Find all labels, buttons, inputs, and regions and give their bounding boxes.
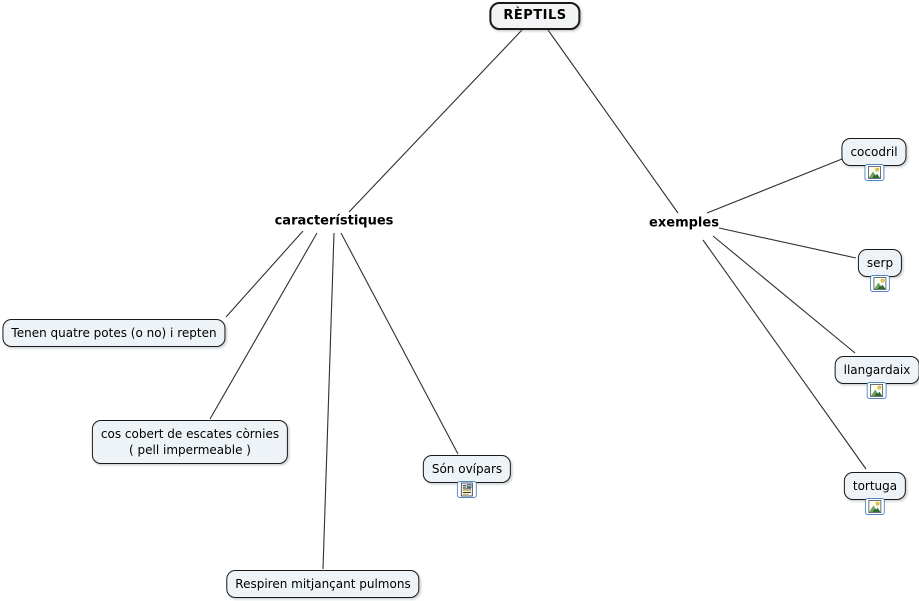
edge-exemples-serp [718, 227, 857, 259]
edge-caracteristiques-ovipars [340, 232, 459, 455]
concept-label-respiren[interactable]: Respiren mitjançant pulmons [226, 570, 420, 598]
edge-exemples-tortuga [702, 239, 867, 470]
concept-node-serp: serp [857, 249, 903, 292]
concept-label-llangardaix[interactable]: llangardaix [834, 356, 919, 384]
concept-node-cocodril: cocodril [841, 138, 907, 181]
concept-node-tenen: Tenen quatre potes (o no) i repten [2, 319, 226, 347]
document-resource-icon[interactable] [457, 481, 477, 498]
concept-node-tortuga: tortuga [843, 472, 907, 515]
image-resource-icon[interactable] [866, 382, 887, 399]
concept-node-ovipars: Són ovípars [422, 455, 512, 498]
linking-phrase-caracteristiques[interactable]: característiques [274, 213, 394, 229]
concept-label-reptils[interactable]: RÈPTILS [489, 2, 581, 30]
image-resource-icon[interactable] [864, 498, 885, 515]
edge-exemples-cocodril [706, 158, 843, 214]
linking-phrase-exemples[interactable]: exemples [649, 215, 719, 231]
concept-node-cos: cos cobert de escates còrnies ( pell imp… [91, 420, 289, 464]
concept-label-cos[interactable]: cos cobert de escates còrnies ( pell imp… [91, 420, 289, 464]
concept-label-tenen[interactable]: Tenen quatre potes (o no) i repten [2, 319, 226, 347]
edge-caracteristiques-respiren [322, 232, 335, 570]
image-resource-icon[interactable] [863, 164, 884, 181]
concept-node-respiren: Respiren mitjançant pulmons [226, 570, 420, 598]
edge-exemples-llangardaix [712, 235, 856, 354]
concept-label-ovipars[interactable]: Són ovípars [422, 455, 512, 483]
image-resource-icon[interactable] [870, 275, 890, 292]
edge-reptils-exemples [547, 29, 679, 214]
concept-label-tortuga[interactable]: tortuga [843, 472, 907, 500]
concept-label-cocodril[interactable]: cocodril [841, 138, 907, 166]
concept-label-serp[interactable]: serp [857, 249, 903, 277]
edge-caracteristiques-cos [209, 232, 318, 420]
edge-caracteristiques-tenen [225, 230, 304, 318]
root-concept-node-reptils: RÈPTILS [489, 2, 581, 30]
edge-reptils-caracteristiques [348, 29, 523, 213]
concept-node-llangardaix: llangardaix [834, 356, 919, 399]
